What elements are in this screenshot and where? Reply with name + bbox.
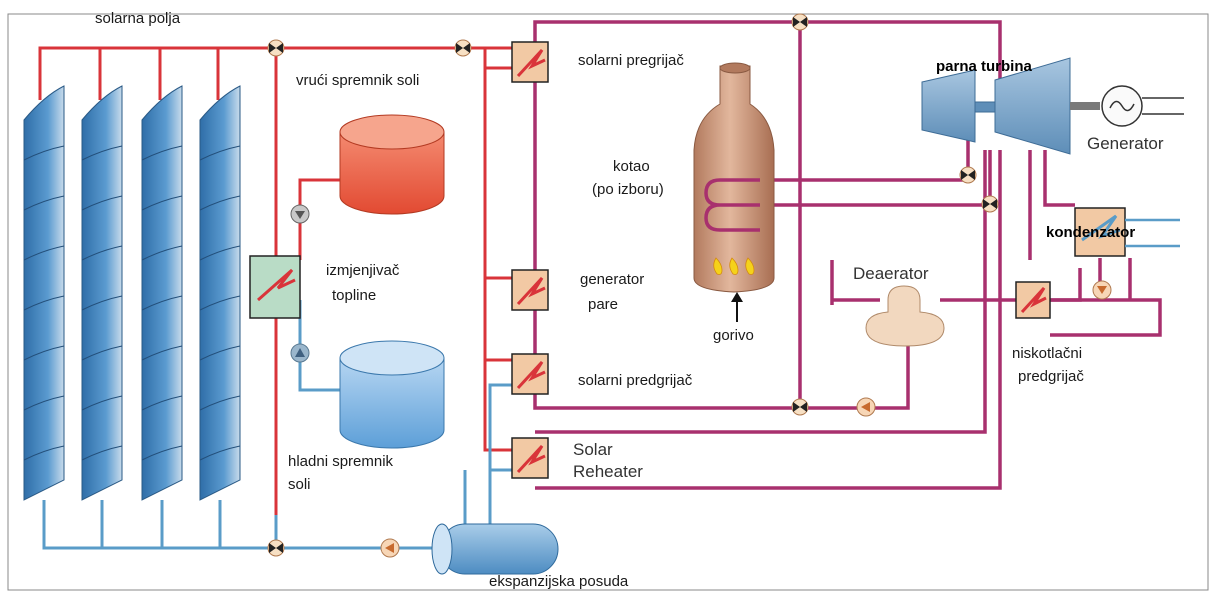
valve-icon (791, 398, 809, 416)
valve-icon (791, 13, 809, 31)
solar-collector (81, 85, 123, 501)
solar-preheater-hx (511, 353, 549, 395)
label-solar-superheater: solarni pregrijač (578, 52, 684, 69)
solar-collector (141, 85, 183, 501)
label-solar-reheater-1: Solar (573, 440, 613, 459)
valve-icon (454, 39, 472, 57)
solar-superheater-hx (511, 41, 549, 83)
steam-water-piping (512, 20, 1162, 490)
valve-icon (267, 39, 285, 57)
heat-exchanger (249, 255, 301, 319)
label-generator: Generator (1087, 134, 1164, 153)
cold-salt-pump (290, 343, 310, 363)
solar-collector (23, 85, 65, 501)
label-steam-turbine: parna turbina (936, 58, 1032, 75)
steam-turbine (921, 57, 1100, 155)
diagram-frame (7, 13, 1209, 591)
expansion-pump (380, 538, 400, 558)
solar-collector-array (23, 85, 241, 501)
label-steam-generator-1: generator (580, 271, 645, 288)
label-solar-preheater: solarni predgrijač (578, 372, 693, 389)
label-solar-reheater-2: Reheater (573, 462, 643, 481)
label-steam-generator-2: pare (588, 296, 619, 313)
deaerator (865, 285, 945, 347)
hot-salt-tank (339, 114, 445, 215)
label-expansion-vessel: ekspanzijska posuda (489, 573, 629, 590)
label-cold-salt-tank-1: hladni spremnik (288, 453, 394, 470)
solar-collector (199, 85, 241, 501)
condenser (1074, 207, 1180, 257)
label-boiler-2: (po izboru) (592, 181, 664, 198)
steam-generator-hx (511, 269, 549, 311)
hot-salt-pump (290, 204, 310, 224)
flame-icon (713, 257, 755, 275)
label-heat-exchanger-1: izmjenjivač (326, 262, 400, 279)
expansion-vessel (431, 523, 559, 575)
low-pressure-preheater-hx (1015, 281, 1051, 319)
hot-salt-piping (38, 46, 512, 515)
label-condenser: kondenzator (1046, 224, 1136, 241)
valve-icon (267, 539, 285, 557)
label-hot-salt-tank: vrući spremnik soli (296, 72, 420, 89)
fuel-arrow-icon (731, 292, 743, 322)
label-cold-salt-tank-2: soli (288, 476, 311, 493)
label-boiler-1: kotao (613, 158, 650, 175)
label-fuel: gorivo (713, 327, 754, 344)
label-solar-fields: solarna polja (95, 10, 181, 27)
label-deaerator: Deaerator (853, 264, 929, 283)
generator-symbol (1101, 85, 1184, 127)
valve-icon (981, 195, 999, 213)
condensate-pump (1092, 280, 1112, 300)
cold-salt-tank (339, 340, 445, 449)
solar-reheater-hx (511, 437, 549, 479)
feedwater-pump (856, 397, 876, 417)
valve-icon (959, 166, 977, 184)
label-heat-exchanger-2: topline (332, 287, 377, 304)
label-low-pressure-preheater-1: niskotlačni (1012, 345, 1083, 362)
boiler (693, 62, 775, 293)
collector-segment-lines (23, 145, 241, 461)
label-low-pressure-preheater-2: predgrijač (1018, 368, 1084, 385)
